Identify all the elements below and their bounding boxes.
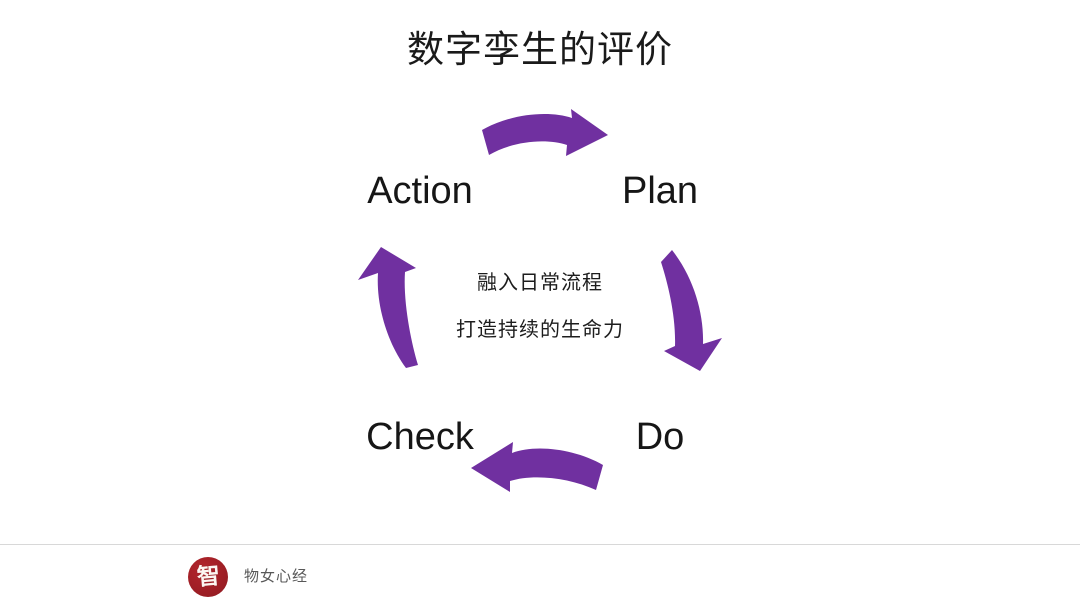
- cycle-center-line-2: 打造持续的生命力: [456, 319, 624, 341]
- page-title: 数字孪生的评价: [407, 29, 673, 70]
- cycle-label-do: Do: [635, 416, 685, 458]
- cycle-label-action: Action: [367, 170, 473, 212]
- brand-logo-icon: 智: [188, 557, 228, 597]
- pdca-cycle-diagram: Action Plan Check Do 融入日常流程 打造持续的生命力: [320, 100, 760, 520]
- cycle-center-caption: 融入日常流程 打造持续的生命力: [380, 260, 700, 354]
- footer-divider: [0, 544, 1080, 545]
- cycle-center-line-1: 融入日常流程: [477, 272, 603, 294]
- cycle-label-check: Check: [366, 416, 474, 458]
- cycle-label-plan: Plan: [621, 170, 699, 212]
- brand-name: 物女心经: [244, 568, 309, 585]
- brand-logo-glyph: 智: [195, 561, 221, 591]
- footer-branding: 智 物女心经: [188, 556, 308, 598]
